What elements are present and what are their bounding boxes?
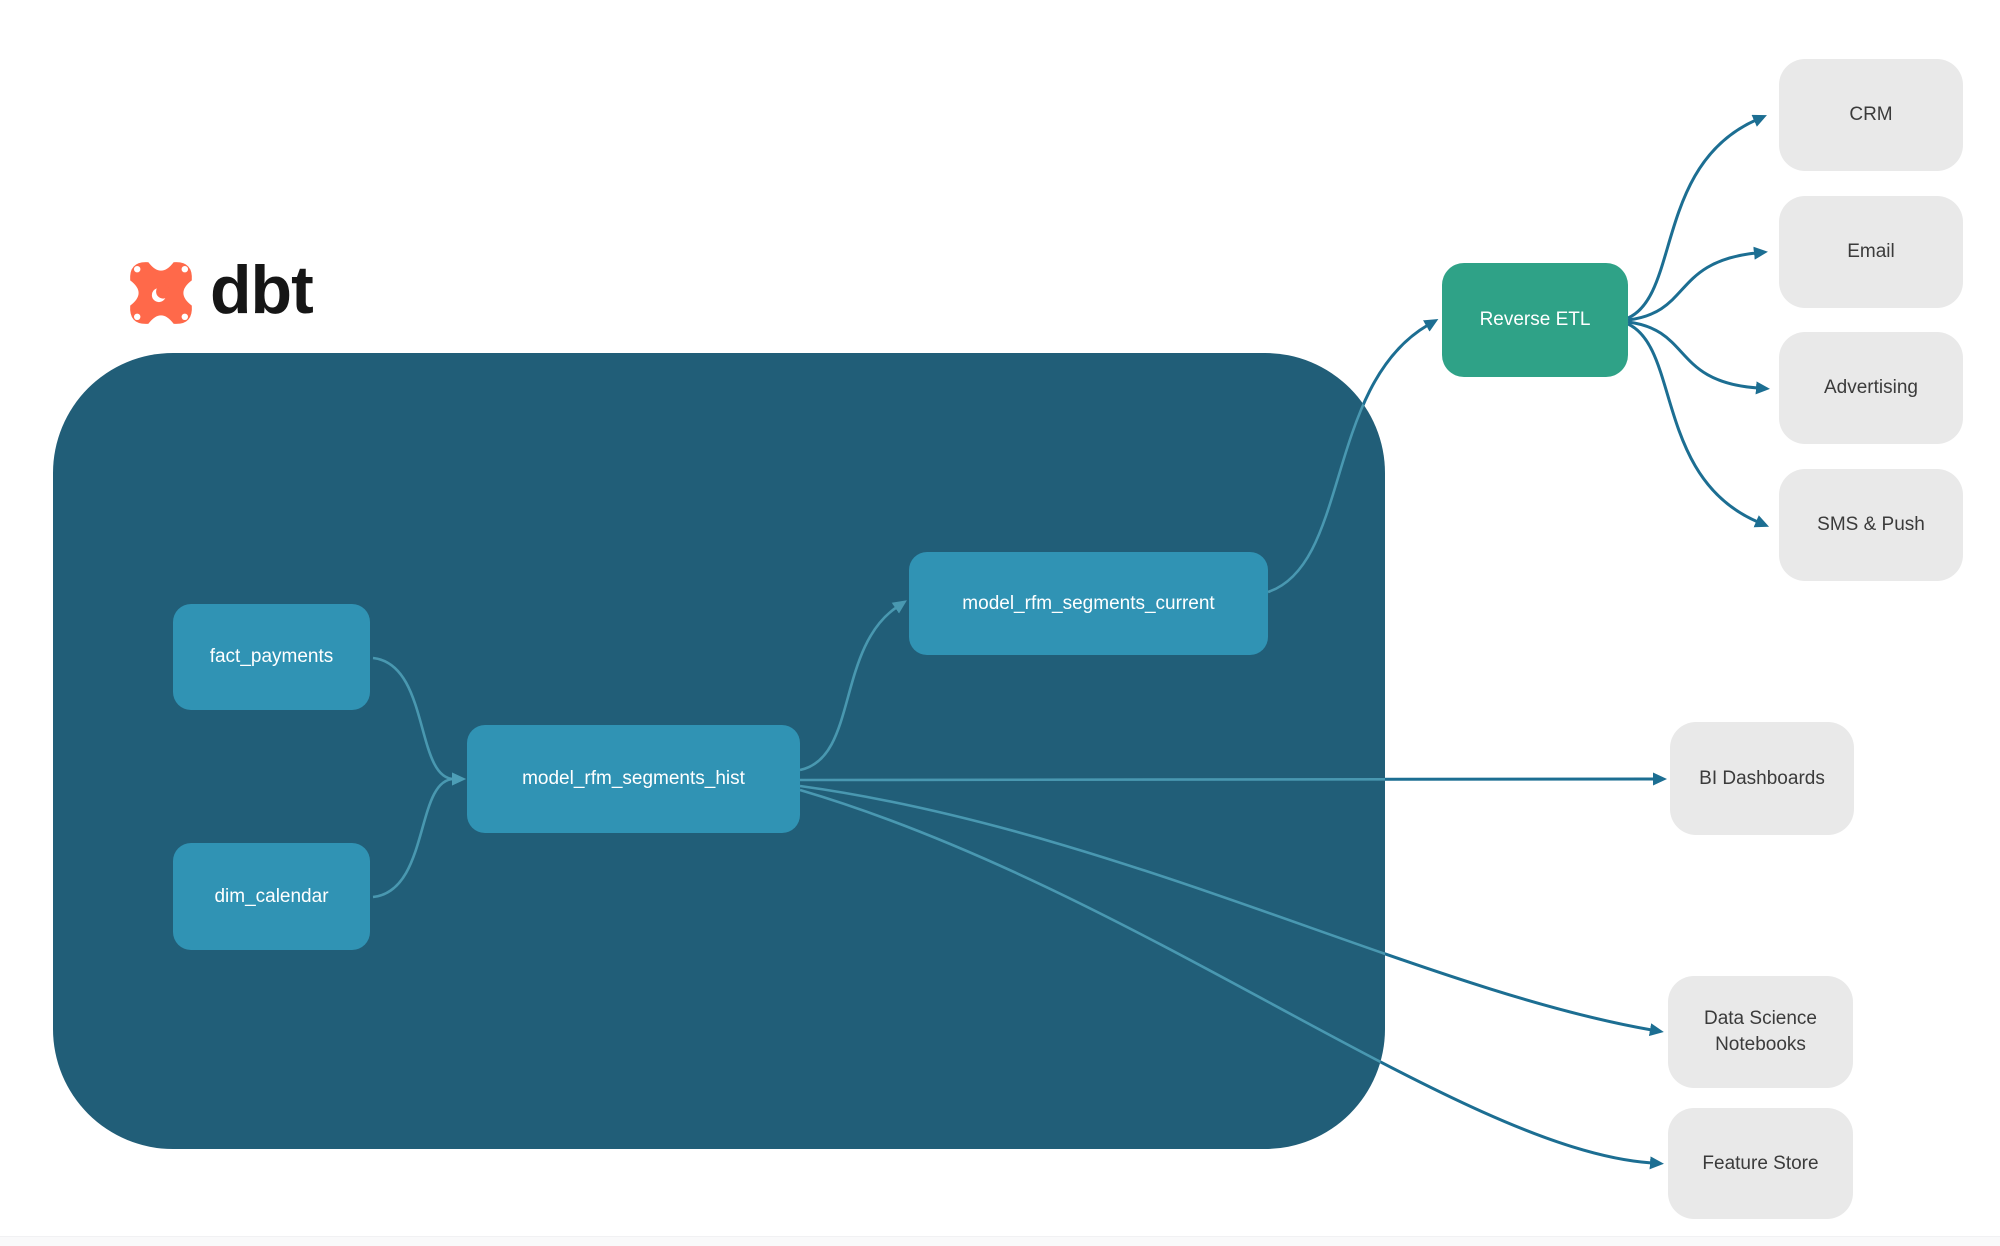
node-data-science-notebooks: Data Science Notebooks [1668,976,1853,1088]
node-fact-payments-label: fact_payments [209,646,334,668]
node-fact-payments: fact_payments [173,604,370,710]
node-reverse-etl: Reverse ETL [1442,263,1628,377]
node-advertising-label: Advertising [1824,377,1918,399]
node-advertising: Advertising [1779,332,1963,444]
node-email: Email [1779,196,1963,308]
edge-reverse-etl-to-advertising [1627,320,1770,395]
node-crm: CRM [1779,59,1963,171]
bottom-edge-band [0,1236,2000,1246]
node-feature-store-label: Feature Store [1702,1152,1819,1174]
dbt-logo-icon [130,262,192,324]
node-model-rfm-segments-hist: model_rfm_segments_hist [467,725,800,833]
node-model-rfm-segments-current-label: model_rfm_segments_current [962,592,1215,614]
dbt-wordmark: dbt [210,252,314,328]
node-feature-store: Feature Store [1668,1108,1853,1219]
node-sms-push-label: SMS & Push [1817,514,1925,536]
edge-reverse-etl-to-sms-push [1627,322,1770,528]
edge-reverse-etl-to-crm [1627,114,1767,320]
node-dim-calendar: dim_calendar [173,843,370,950]
node-bi-dashboards-label: BI Dashboards [1699,767,1825,789]
node-bi-dashboards: BI Dashboards [1670,722,1854,835]
edge-reverse-etl-to-email [1627,246,1768,322]
node-dim-calendar-label: dim_calendar [214,885,329,907]
node-email-label: Email [1847,241,1895,263]
node-model-rfm-segments-hist-label: model_rfm_segments_hist [522,768,745,790]
node-crm-label: CRM [1849,104,1893,126]
dbt-logo: dbt [126,252,314,330]
node-reverse-etl-label: Reverse ETL [1479,309,1591,331]
node-model-rfm-segments-current: model_rfm_segments_current [909,552,1268,655]
node-data-science-notebooks-label: Data Science Notebooks [1703,1008,1817,1055]
node-sms-push: SMS & Push [1779,469,1963,581]
